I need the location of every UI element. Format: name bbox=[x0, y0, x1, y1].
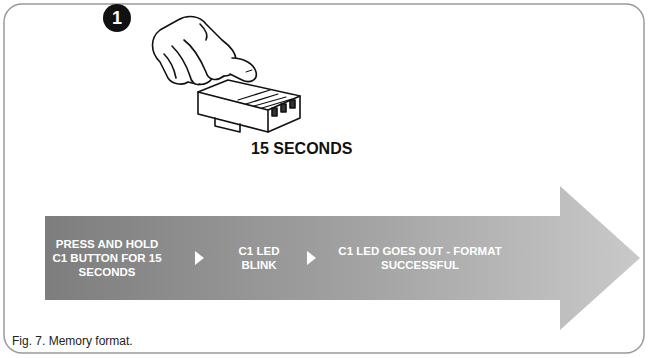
hand-pressing-module bbox=[153, 17, 301, 132]
figure-caption: Fig. 7. Memory format. bbox=[12, 334, 133, 348]
step-box: C1 LED BLINK bbox=[228, 242, 290, 274]
duration-label: 15 SECONDS bbox=[251, 140, 352, 158]
step-text: C1 LED BLINK bbox=[232, 244, 286, 272]
step-text: PRESS AND HOLD C1 BUTTON FOR 15 SECONDS bbox=[48, 237, 166, 279]
process-arrow-band bbox=[45, 186, 640, 330]
step-arrow bbox=[307, 251, 316, 265]
step-arrow bbox=[195, 251, 204, 265]
step-box: C1 LED GOES OUT - FORMAT SUCCESSFUL bbox=[332, 242, 508, 274]
frame bbox=[4, 4, 644, 353]
step-box: PRESS AND HOLD C1 BUTTON FOR 15 SECONDS bbox=[44, 235, 170, 281]
callout-number: 1 bbox=[103, 4, 131, 32]
step-text: C1 LED GOES OUT - FORMAT SUCCESSFUL bbox=[336, 244, 504, 272]
